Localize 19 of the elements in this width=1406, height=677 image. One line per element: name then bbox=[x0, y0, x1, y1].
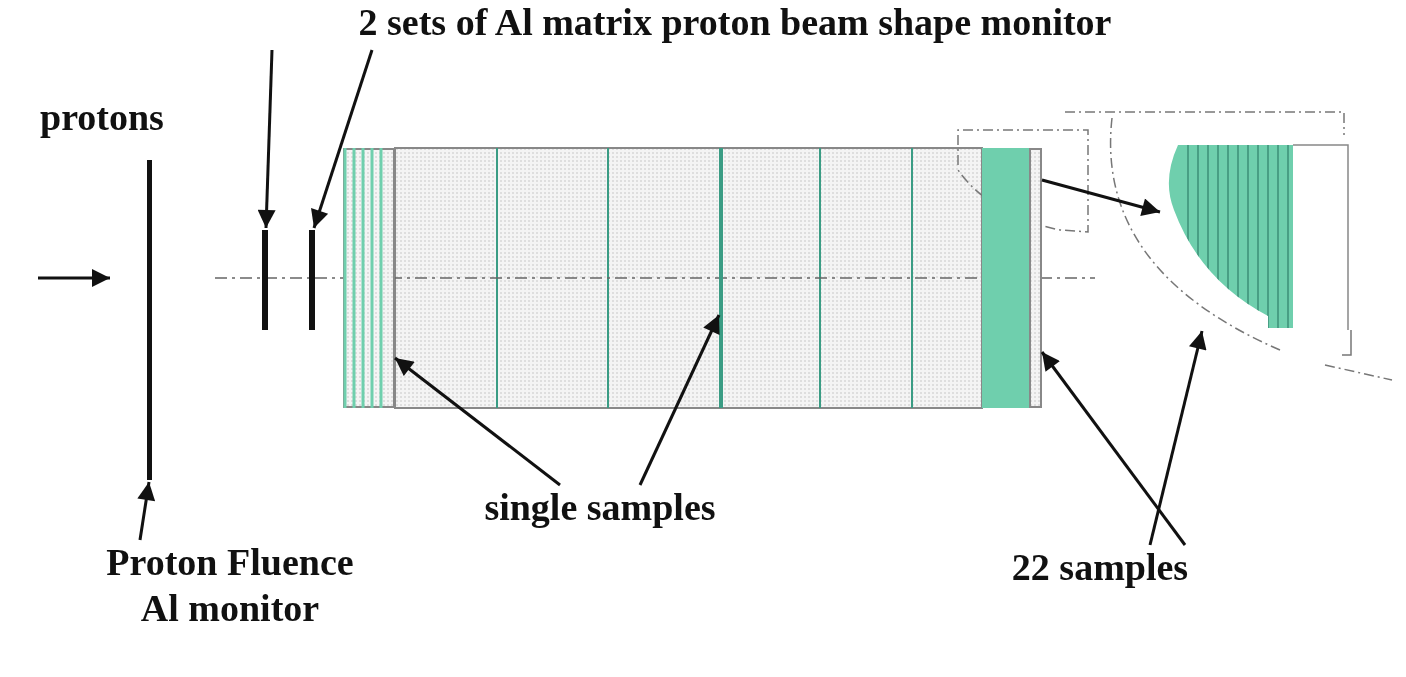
sample-stack bbox=[343, 148, 395, 408]
sample-block bbox=[982, 148, 1042, 408]
monitor-plate bbox=[147, 160, 152, 480]
sample-plate bbox=[719, 148, 723, 408]
monitor-plate bbox=[262, 230, 268, 330]
callout-label: Proton Fluence Al monitor bbox=[85, 540, 375, 650]
leader-line bbox=[1040, 351, 1187, 546]
leader-line bbox=[394, 356, 561, 487]
label-text: protons bbox=[40, 95, 164, 139]
leader-line bbox=[1041, 178, 1161, 216]
leader-line bbox=[311, 49, 374, 229]
monitor-plate bbox=[309, 230, 315, 330]
callout-label: 22 samples bbox=[1000, 545, 1200, 595]
leader-line bbox=[638, 314, 721, 486]
callout-label: 2 sets of Al matrix proton beam shape monitor bbox=[240, 0, 1230, 50]
leader-line bbox=[257, 49, 276, 229]
leader-line bbox=[137, 481, 156, 541]
callout-label: single samples bbox=[480, 485, 720, 535]
leader-line bbox=[1148, 330, 1207, 546]
